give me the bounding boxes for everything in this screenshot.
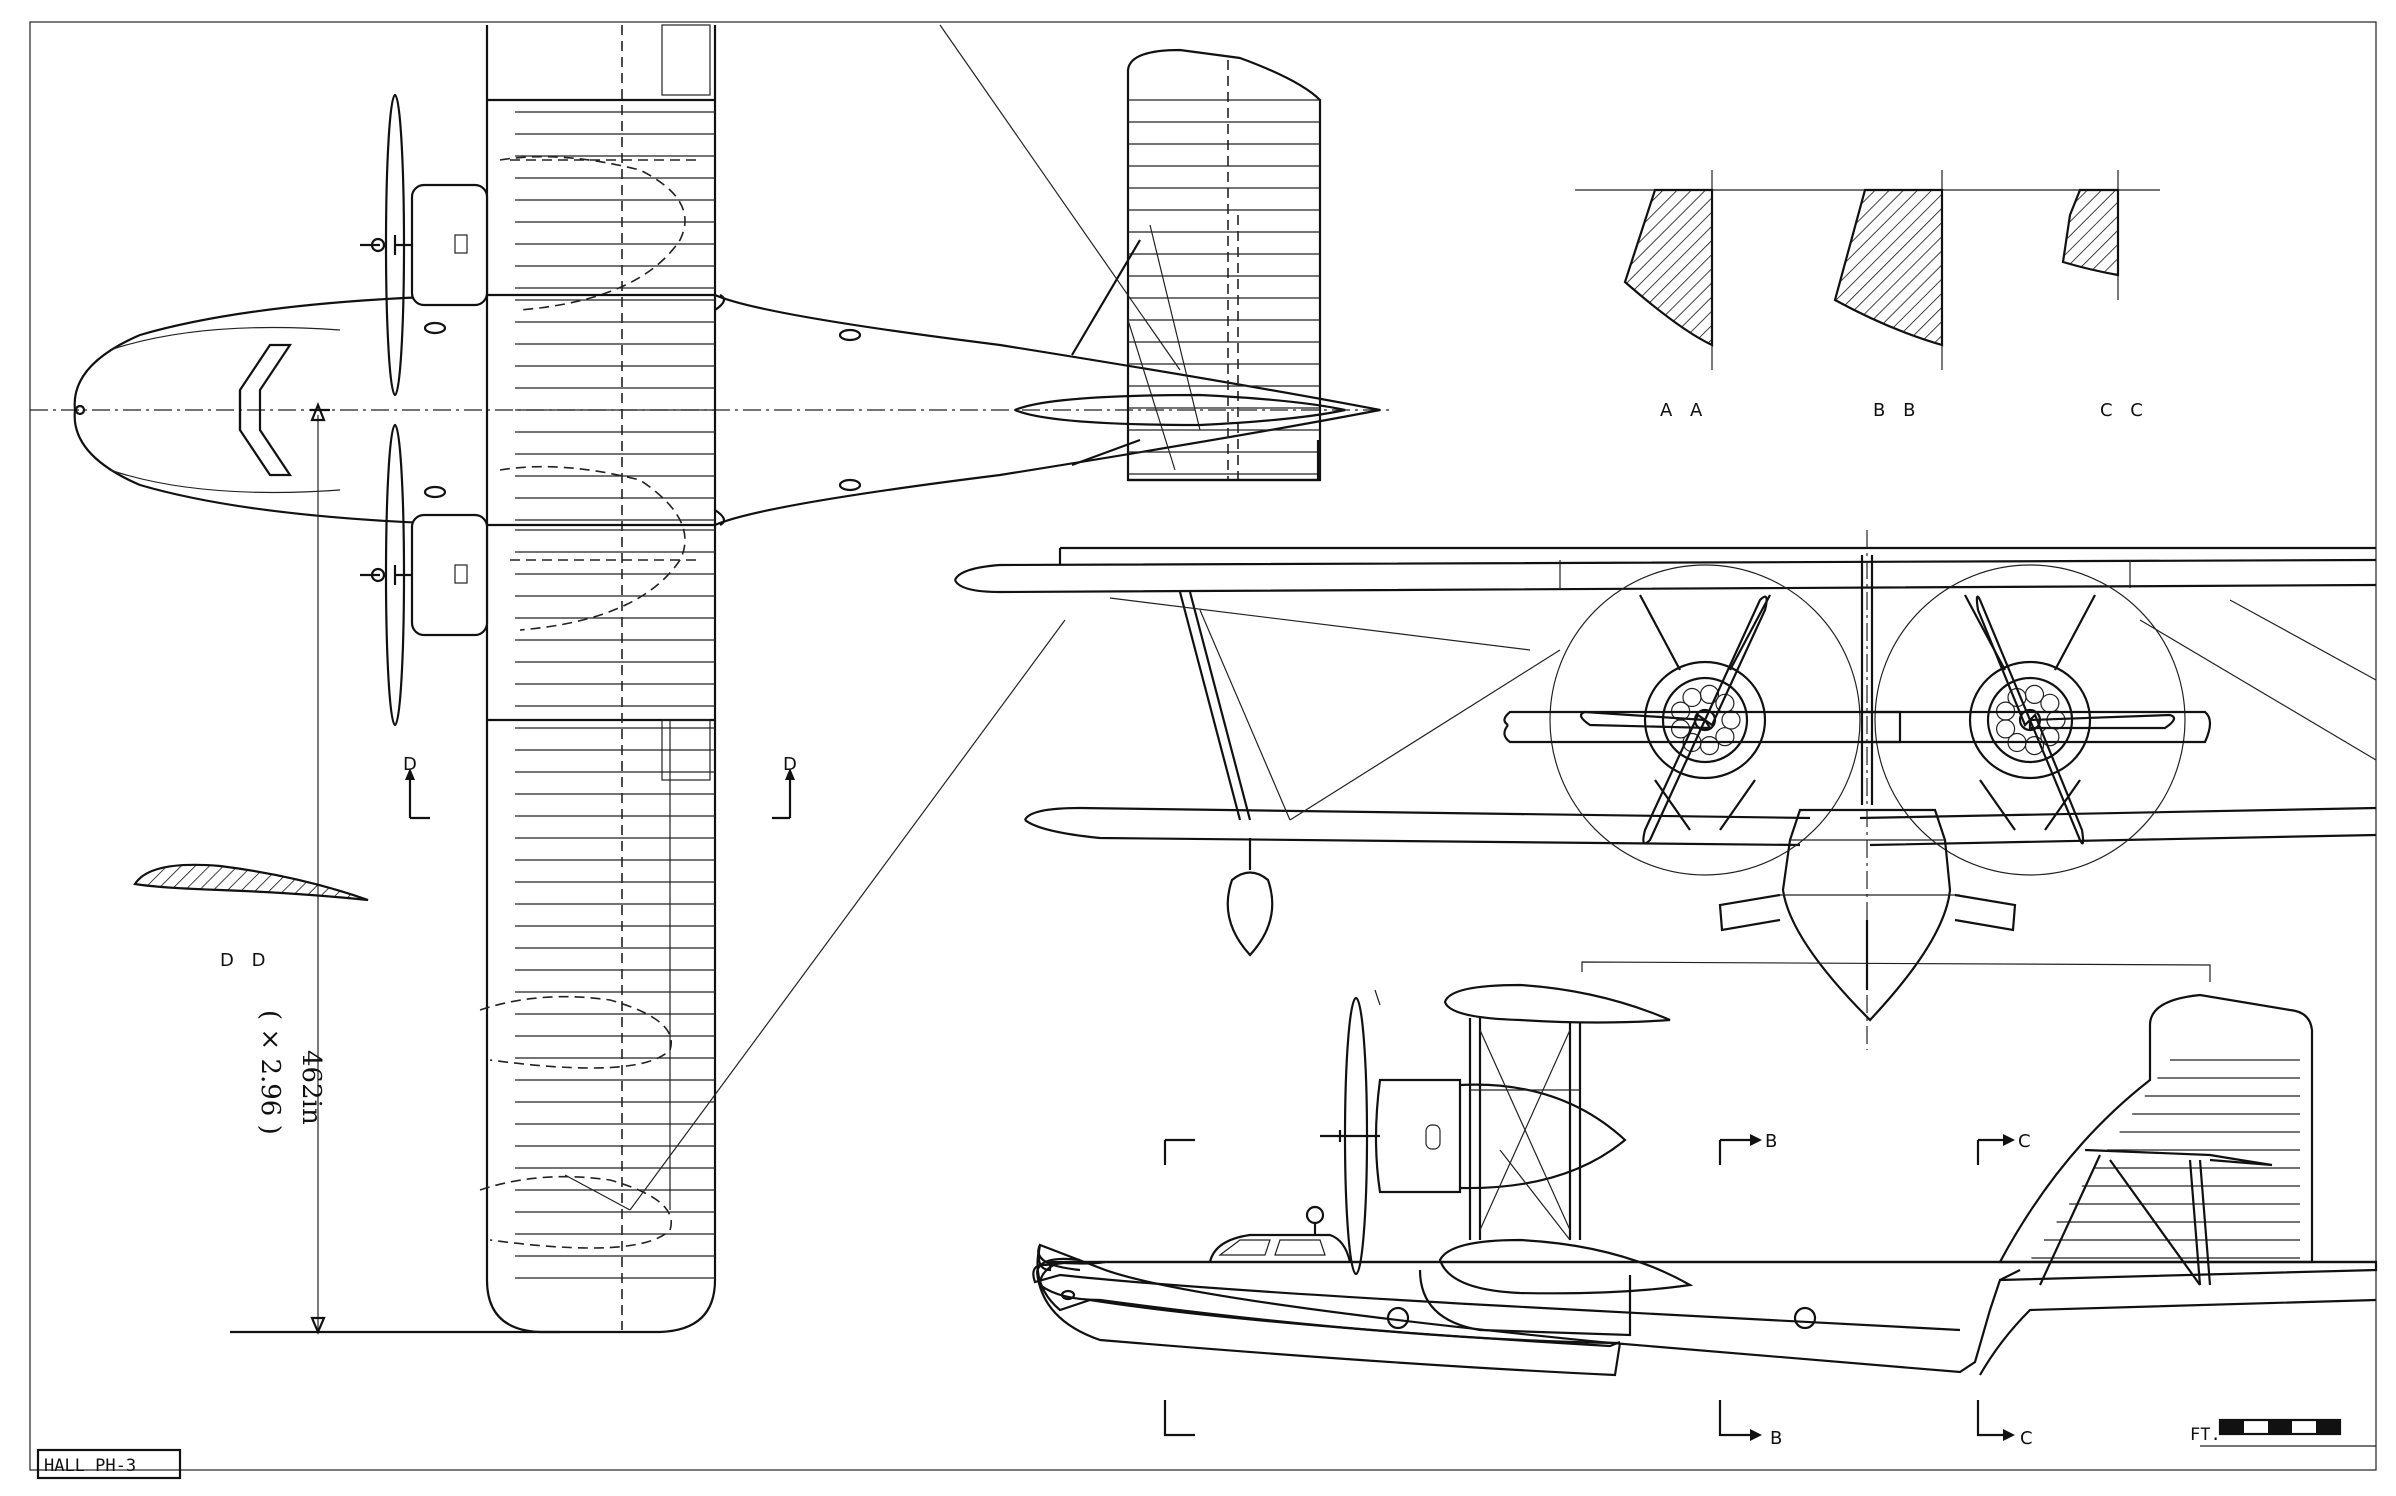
side-lower-wing <box>1438 1238 1694 1295</box>
front-upper-wing <box>953 558 2377 594</box>
front-wingtip-float <box>1226 871 1274 957</box>
front-prop-disc-left <box>1549 564 1861 876</box>
section-c-lower-label: C <box>2020 1428 2039 1449</box>
plan-wing-outline <box>485 25 717 1334</box>
section-b-upper-label: B <box>1765 1131 1783 1152</box>
dimension-value: 462in <box>296 1050 326 1125</box>
plan-wing-ribs <box>515 111 715 1279</box>
section-aa-label: A A <box>1660 400 1708 421</box>
section-cc-label: C C <box>2100 400 2149 421</box>
sheet-border <box>29 21 2377 1471</box>
engine-cylinder <box>1699 684 1720 705</box>
side-cockpit <box>1208 1233 1352 1263</box>
section-dd-aerofoil <box>133 863 369 902</box>
dimension-scale: ( × 2.96 ) <box>255 1010 285 1135</box>
side-upper-wing <box>1443 983 1671 1024</box>
title-box <box>36 1448 182 1480</box>
front-prop-disc-right <box>1874 564 2186 876</box>
section-bc-markers: B B C C <box>1163 1131 2039 1449</box>
side-view <box>1032 961 2378 1377</box>
plan-view <box>30 24 1390 1335</box>
section-c-upper-label: C <box>2018 1131 2037 1152</box>
plan-nacelle-lower <box>410 513 489 637</box>
plan-propeller-lower <box>384 423 406 727</box>
side-tail-fin-ribs <box>2031 1059 2300 1259</box>
plan-tail-ribs <box>1128 99 1320 475</box>
front-lower-wing <box>1023 806 1811 847</box>
plan-tailplane <box>1126 48 1322 482</box>
front-view <box>953 530 2377 1050</box>
section-bb-label: B B <box>1873 400 1921 421</box>
scale-bar <box>2200 1418 2376 1447</box>
plan-hull-outline <box>73 293 1381 527</box>
signature: FT. <box>2190 1425 2221 1445</box>
front-hull <box>1781 808 1952 1022</box>
section-aa-profile <box>1623 188 1714 347</box>
engine-cylinder <box>2024 684 2045 705</box>
section-d-markers: D D <box>403 754 803 820</box>
section-dd-label: D D <box>220 950 271 971</box>
section-cc-profile <box>2061 188 2120 277</box>
drawing-title: HALL PH-3 <box>44 1456 136 1476</box>
sections-aa-bb-cc: A A B B C C <box>1575 170 2160 421</box>
plan-propeller-upper <box>384 93 406 397</box>
section-bb-profile <box>1833 188 1944 347</box>
engine-cylinder <box>1715 727 1735 747</box>
front-engine-cylinders-left <box>1670 684 1741 756</box>
side-hull <box>1037 1243 2378 1374</box>
plan-nacelle-upper <box>410 183 489 307</box>
section-b-lower-label: B <box>1770 1428 1788 1449</box>
section-d-left-label: D <box>403 754 423 775</box>
side-tail-fin <box>1998 993 2314 1264</box>
section-d-right-label: D <box>783 754 803 775</box>
side-nacelle <box>1374 1078 1462 1194</box>
